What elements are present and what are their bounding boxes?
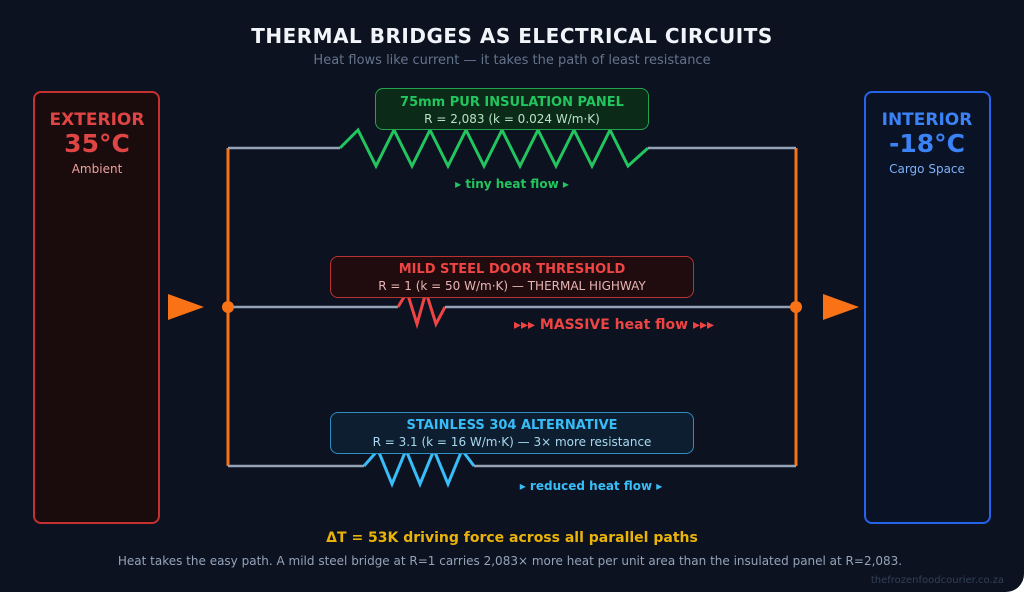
resistor-stainless — [362, 446, 476, 488]
interior-desc: Cargo Space — [889, 162, 965, 176]
subtitle: Heat flows like current — it takes the p… — [313, 53, 711, 68]
watermark: thefrozenfoodcourier.co.za — [870, 575, 1004, 586]
stainless-label-box — [330, 412, 694, 454]
resistor-insulation — [338, 126, 650, 170]
interior-label: INTERIOR — [881, 110, 973, 130]
insulation-label-box — [375, 88, 649, 130]
exterior-desc: Ambient — [71, 162, 123, 176]
insulation-title: 75mm PUR INSULATION PANEL — [400, 95, 624, 110]
stainless-detail: R = 3.1 (k = 16 W/m·K) — 3× more resista… — [372, 435, 652, 449]
delta-t: ΔT = 53K driving force across all parall… — [326, 530, 698, 546]
exterior-temp: 35°C — [64, 129, 130, 158]
steel-label-box — [330, 256, 694, 298]
exterior-label: EXTERIOR — [49, 110, 145, 130]
insulation-flow: ▸ tiny heat flow ▸ — [455, 177, 569, 191]
steel-title: MILD STEEL DOOR THRESHOLD — [398, 262, 626, 277]
steel-detail: R = 1 (k = 50 W/m·K) — THERMAL HIGHWAY — [378, 279, 646, 293]
stainless-title: STAINLESS 304 ALTERNATIVE — [406, 418, 618, 433]
arrow-in-icon — [168, 294, 204, 320]
steel-flow: ▸▸▸ MASSIVE heat flow ▸▸▸ — [513, 317, 715, 333]
interior-temp: -18°C — [888, 129, 966, 158]
insulation-detail: R = 2,083 (k = 0.024 W/m·K) — [424, 112, 600, 126]
footer-note: Heat takes the easy path. A mild steel b… — [117, 554, 903, 568]
stainless-flow: ▸ reduced heat flow ▸ — [519, 479, 663, 493]
node-left — [222, 301, 234, 313]
interior-panel — [864, 91, 991, 524]
arrow-out-icon — [823, 294, 859, 320]
page-title: THERMAL BRIDGES AS ELECTRICAL CIRCUITS — [251, 24, 773, 48]
node-right — [790, 301, 802, 313]
exterior-panel — [33, 91, 160, 524]
